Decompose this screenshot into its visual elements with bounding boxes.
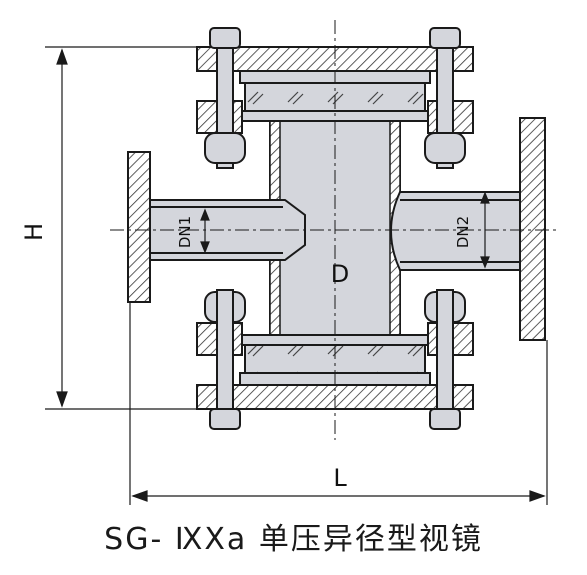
- label-h: H: [20, 223, 48, 241]
- bolt-left-bottom: [204, 289, 246, 430]
- drawing-caption: SG- ⅨXa 单压异径型视镜: [104, 522, 483, 557]
- bolt-right-bottom: [424, 289, 466, 430]
- label-dn2: DN2: [454, 216, 472, 248]
- dimension-dn2: [480, 191, 490, 269]
- right-nozzle: [390, 117, 546, 341]
- dimension-h: [45, 46, 210, 410]
- bolt-right-top: [424, 27, 466, 169]
- label-d: D: [331, 260, 349, 288]
- label-l: L: [333, 464, 347, 492]
- dimension-l: [129, 290, 548, 505]
- sight-glass-drawing: H L D DN1 DN2: [20, 20, 560, 505]
- label-dn1: DN1: [176, 216, 194, 248]
- left-nozzle: [127, 151, 306, 303]
- dimension-dn1: [200, 208, 210, 254]
- bolt-left-top: [204, 27, 246, 169]
